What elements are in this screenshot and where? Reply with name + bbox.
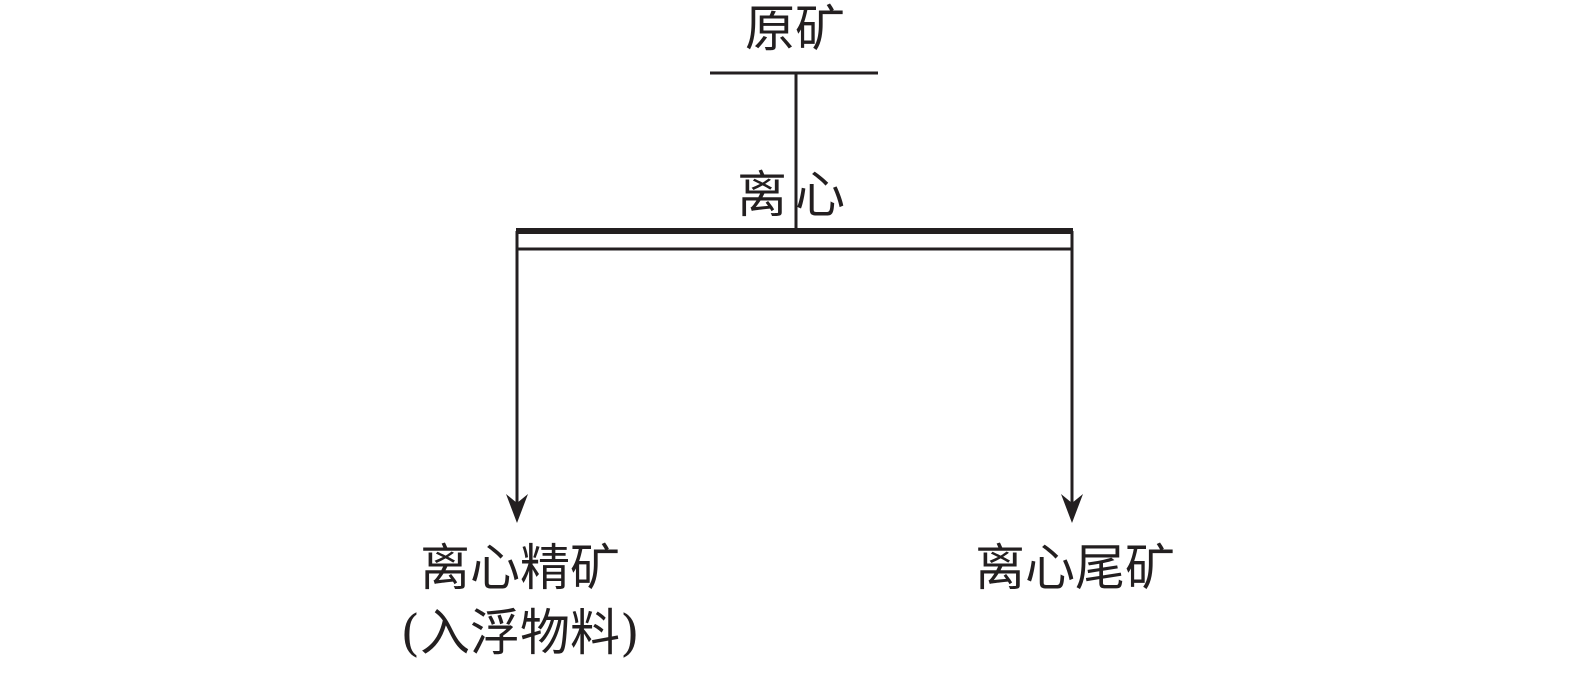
- concentrate-arrowhead-icon: [506, 494, 528, 523]
- tailings-arrowhead-icon: [1061, 494, 1083, 523]
- process-label: 离心: [737, 166, 853, 224]
- concentrate-label: 离心精矿: [420, 539, 620, 597]
- concentrate-note: (入浮物料): [400, 604, 640, 662]
- tailings-label: 离心尾矿: [975, 539, 1175, 597]
- feed-label: 原矿: [745, 0, 845, 58]
